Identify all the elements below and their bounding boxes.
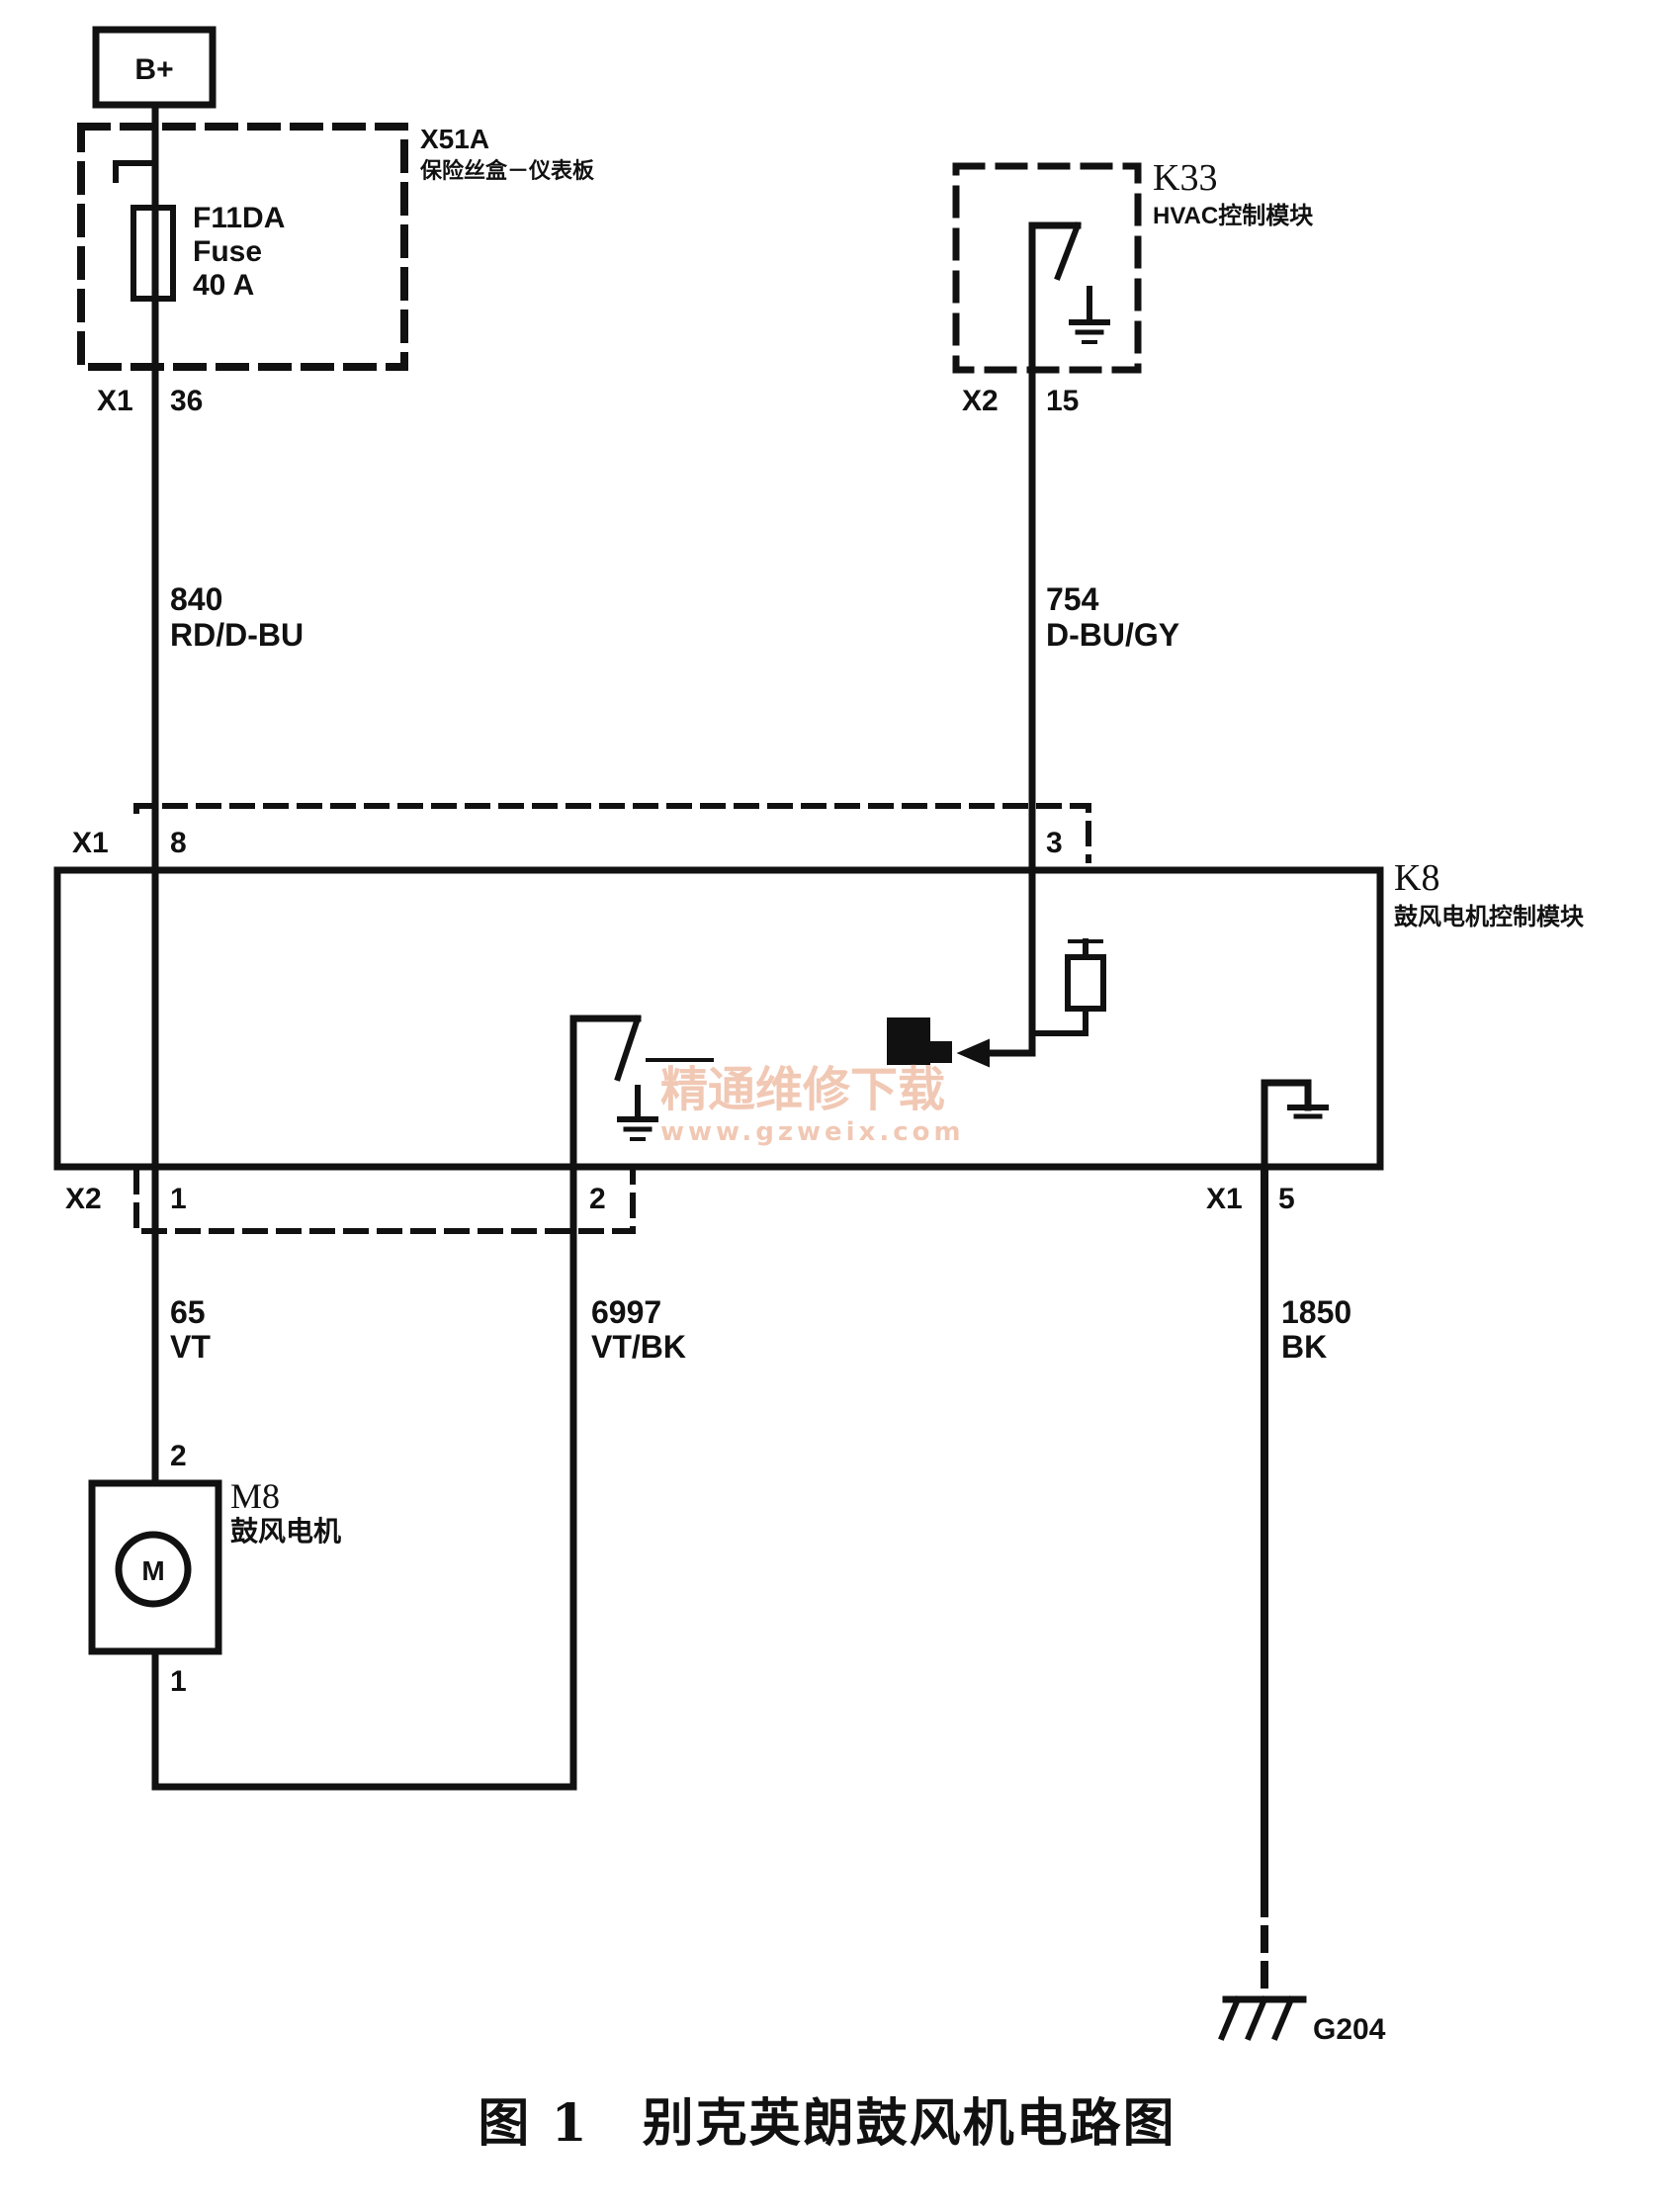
k8-x1-b-connector-label: X1 <box>1206 1183 1243 1215</box>
watermark-cn: 精通维修下载 <box>660 1062 945 1117</box>
wire-6997-color: VT/BK <box>591 1329 686 1365</box>
k8-resistor-icon <box>1065 954 1106 1012</box>
k8-x2-pin-1-label: 1 <box>170 1183 187 1215</box>
wire-840-color: RD/D-BU <box>170 617 304 653</box>
figure-caption: 图 1 别克英朗鼓风机电路图 <box>478 2093 1176 2154</box>
k8-processor-icon <box>887 1018 930 1065</box>
x51a-fuse-block-outline <box>77 123 408 371</box>
wire-6997-and-return <box>569 1015 642 1621</box>
k8-id: K8 <box>1394 857 1439 899</box>
wire-65-circuit: 65 <box>170 1294 206 1330</box>
k33-hvac-module-outline <box>952 162 1142 374</box>
wire-840-circuit: 840 <box>170 581 222 617</box>
k8-x2-connector-outline <box>133 1169 636 1234</box>
k8-pullup-wire <box>1029 1006 1088 1036</box>
k8-x1-connector-label: X1 <box>72 827 109 859</box>
wire-1850-circuit: 1850 <box>1281 1294 1351 1330</box>
k8-pin-3-label: 3 <box>1046 827 1063 859</box>
fuse-name: F11DA <box>193 202 285 234</box>
motor-symbol-label: M <box>141 1555 164 1586</box>
wire-6997-circuit: 6997 <box>591 1294 661 1330</box>
k33-name: HVAC控制模块 <box>1153 202 1313 229</box>
wire-754 <box>1028 221 1082 874</box>
wire-754-color: D-BU/GY <box>1046 617 1179 653</box>
k33-pin-label: 15 <box>1046 385 1079 417</box>
wire-65-color: VT <box>170 1329 211 1365</box>
wire-754-circuit: 754 <box>1046 581 1099 617</box>
k8-x2-pin-2-label: 2 <box>589 1183 606 1215</box>
k8-signal-arrow-icon <box>956 1038 990 1068</box>
k8-output-switch-blade <box>614 1015 642 1082</box>
k8-x1-connector-outline <box>133 803 1091 863</box>
k8-pin-8-label: 8 <box>170 827 187 859</box>
k8-pin-5-label: 5 <box>1278 1183 1295 1215</box>
motor-icon <box>115 1531 192 1608</box>
k8-ground-internal-wire <box>1261 1079 1312 1176</box>
wire-1850-color: BK <box>1281 1329 1327 1365</box>
k33-id: K33 <box>1153 157 1217 199</box>
k8-x2-connector-label: X2 <box>65 1183 102 1215</box>
m8-id: M8 <box>230 1476 280 1516</box>
k8-signal-input-wire <box>985 866 1036 1057</box>
k33-switch-blade <box>1054 221 1082 281</box>
x51a-connector-label: X1 <box>97 385 133 417</box>
ground-g204-label: G204 <box>1313 2013 1386 2046</box>
k8-blower-control-module <box>53 866 1384 1171</box>
watermark-url: www.gzweix.com <box>660 1117 965 1147</box>
x51a-id: X51A <box>420 124 489 154</box>
fuse-type: Fuse <box>193 235 262 268</box>
m8-name: 鼓风电机 <box>230 1516 341 1547</box>
battery-label: B+ <box>134 53 173 86</box>
m8-pin-2-label: 2 <box>170 1440 187 1472</box>
k8-name: 鼓风电机控制模块 <box>1394 903 1584 930</box>
fuse-rating: 40 A <box>193 269 254 302</box>
wire-motor-return <box>151 1613 577 1791</box>
m8-pin-1-label: 1 <box>170 1665 187 1698</box>
k33-connector-label: X2 <box>962 385 999 417</box>
x51a-name: 保险丝盒－仪表板 <box>419 158 595 183</box>
x51a-pin-label: 36 <box>170 385 203 417</box>
